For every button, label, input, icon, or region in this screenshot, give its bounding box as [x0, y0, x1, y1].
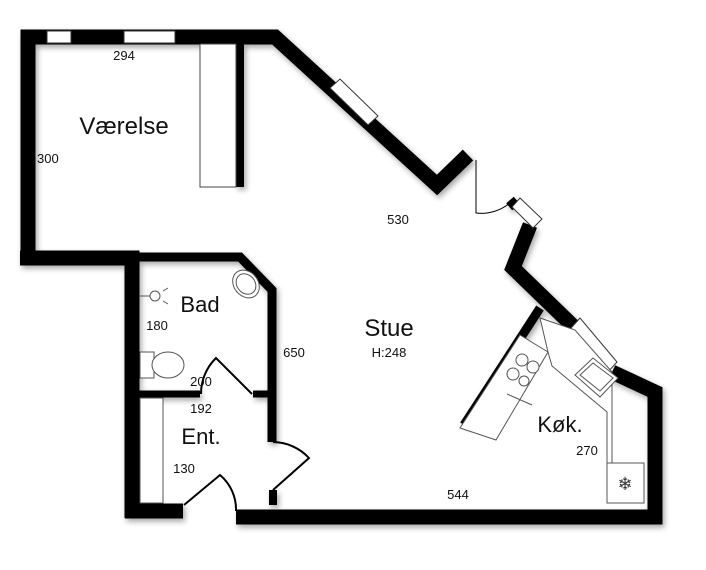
- wall-entrance-side: [20, 250, 140, 518]
- wall-bad: [132, 252, 277, 442]
- dim-vaerelse-depth: 300: [37, 151, 59, 166]
- doors: [183, 160, 511, 512]
- dim-vaerelse-width: 294: [113, 48, 135, 63]
- walls: [20, 29, 663, 525]
- entrance-closet: [139, 397, 164, 504]
- room-label-stue: Stue: [364, 315, 413, 342]
- room-label-kok: Køk.: [537, 412, 582, 437]
- wardrobe: [199, 43, 237, 188]
- fixtures: ❄: [139, 269, 645, 504]
- stue-ceiling-height: H:248: [372, 345, 407, 360]
- room-label-ent: Ent.: [181, 424, 220, 449]
- stove-icon: [506, 353, 540, 387]
- dim-kok-side: 270: [576, 443, 598, 458]
- door-stue: [272, 441, 311, 491]
- shower-head-icon: [140, 287, 169, 305]
- window: [46, 30, 72, 44]
- snowflake-icon: ❄: [617, 474, 632, 495]
- sink-bad-icon: [232, 269, 260, 299]
- window: [123, 30, 176, 44]
- outer-wall-top-left: [20, 29, 474, 258]
- window: [329, 78, 379, 126]
- door-balcony: [475, 160, 511, 214]
- door-bad: [199, 356, 253, 395]
- dim-stue-right: 650: [283, 345, 305, 360]
- room-label-vaerelse: Værelse: [79, 113, 168, 140]
- sink-kitchen-icon: [574, 357, 619, 398]
- kitchen-counter: [459, 334, 549, 441]
- fridge: [606, 462, 645, 504]
- windows: [46, 30, 618, 373]
- window: [511, 197, 543, 229]
- toilet-icon: [139, 351, 185, 379]
- dim-stue-bottom: 544: [447, 487, 469, 502]
- dim-bad-side: 180: [146, 318, 168, 333]
- dim-ent-top: 192: [190, 401, 212, 416]
- room-label-bad: Bad: [180, 292, 219, 317]
- outer-wall-kitchen: [236, 365, 663, 525]
- door-entrance: [183, 473, 238, 512]
- outer-wall-east: [504, 222, 581, 334]
- dim-bad-bottom: 200: [190, 374, 212, 389]
- dim-stue-top: 530: [387, 212, 409, 227]
- dim-ent-side: 130: [173, 461, 195, 476]
